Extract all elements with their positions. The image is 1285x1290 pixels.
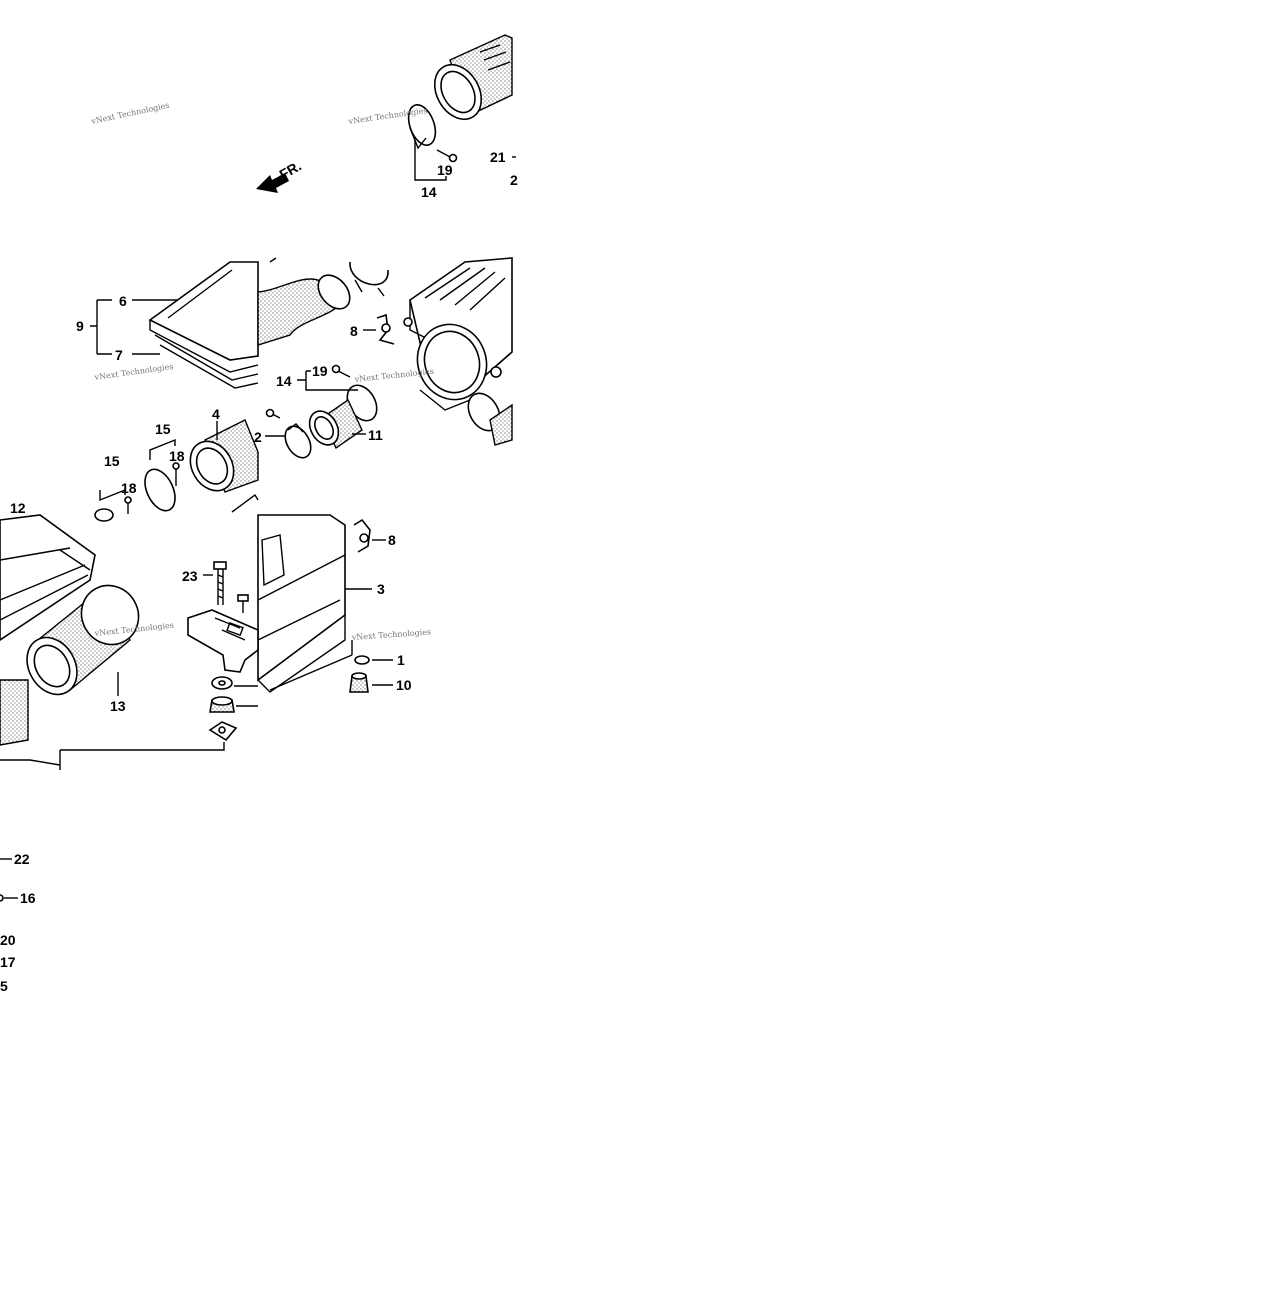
bent-air-duct — [257, 257, 351, 346]
front-direction-arrow: FR. — [256, 157, 304, 193]
callout-22: 22 — [14, 851, 30, 867]
callout-2-partial: 2 — [510, 172, 518, 188]
drain-cap — [349, 672, 369, 693]
callout-14: 14 — [421, 184, 437, 200]
watermark: vNext Technologies — [353, 367, 434, 384]
joint-clip — [376, 313, 395, 345]
callout-4: 4 — [212, 406, 220, 422]
callout-12: 12 — [10, 500, 26, 516]
callout-15: 15 — [155, 421, 171, 437]
band-clamp-2 — [265, 408, 312, 459]
callout-23: 23 — [182, 568, 198, 584]
callout-1: 1 — [397, 652, 405, 668]
element-housing — [0, 514, 96, 641]
hose-clip-lower — [353, 518, 371, 553]
callout-21: 21 — [490, 149, 506, 165]
air-cleaner-case-lower — [257, 514, 346, 693]
callout-5: 5 — [0, 978, 8, 994]
callout-20: 20 — [0, 932, 16, 948]
air-cleaner-case-upper — [403, 257, 513, 446]
intake-duct — [433, 34, 513, 121]
callout-15-lower: 15 — [104, 453, 120, 469]
rubber-mount-parts — [208, 676, 258, 742]
callout-2: 2 — [254, 429, 262, 445]
callout-18: 18 — [169, 448, 185, 464]
callout-6: 6 — [119, 293, 127, 309]
air-filter-element — [0, 584, 140, 746]
lower-panel: 12 13 3 8 — [0, 500, 431, 770]
callout-16: 16 — [20, 890, 36, 906]
callout-3: 3 — [377, 581, 385, 597]
middle-panel: 6 7 9 8 — [76, 257, 513, 522]
mount-bracket — [187, 609, 259, 673]
watermark: vNext Technologies — [347, 106, 428, 126]
bottom-callouts: 22 16 20 17 5 — [0, 851, 36, 994]
callout-14-mid: 14 — [276, 373, 292, 389]
callout-18-lower: 18 — [121, 480, 137, 496]
connecting-tube — [189, 419, 259, 493]
callout-13: 13 — [110, 698, 126, 714]
callout-7: 7 — [115, 347, 123, 363]
watermark: vNext Technologies — [351, 627, 432, 642]
clamp-screw — [436, 149, 458, 163]
band-clamp — [407, 104, 437, 150]
callout-19-mid: 19 — [312, 363, 328, 379]
callout-8: 8 — [350, 323, 358, 339]
callout-8-lower: 8 — [388, 532, 396, 548]
rubber-joint — [308, 398, 363, 450]
callout-19: 19 — [437, 162, 453, 178]
callout-17: 17 — [0, 954, 16, 970]
watermark: vNext Technologies — [90, 101, 171, 127]
hose-clamp-upper — [349, 261, 389, 297]
mount-bolt — [213, 561, 227, 605]
top-panel: 19 14 21 2 FR. vNext Technologies vNext … — [90, 34, 518, 200]
callout-9: 9 — [76, 318, 84, 334]
callout-11: 11 — [368, 427, 383, 443]
callout-10: 10 — [396, 677, 412, 693]
watermark: vNext Technologies — [93, 362, 174, 382]
